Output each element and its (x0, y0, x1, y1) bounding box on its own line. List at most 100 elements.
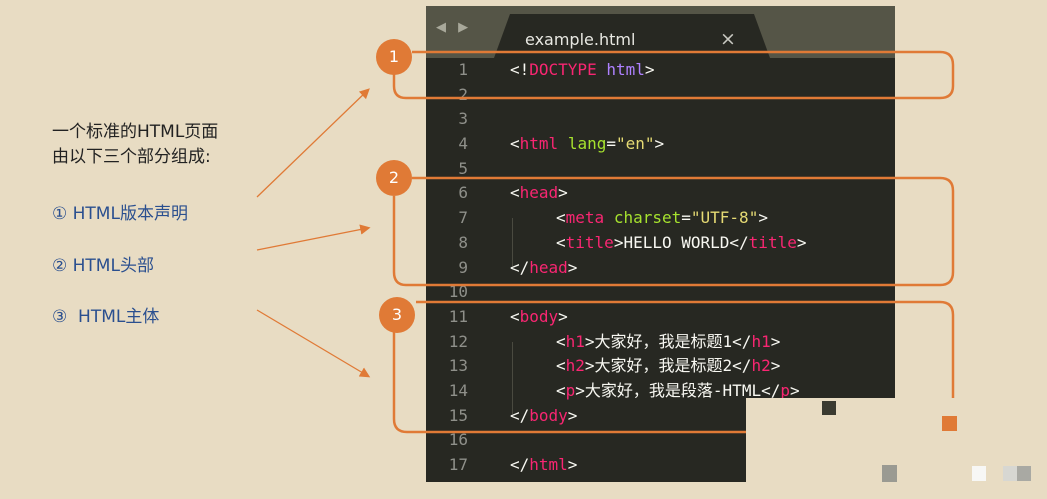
code-line[interactable]: 8<title>HELLO WORLD</title> (426, 231, 895, 256)
code-token: DOCTYPE (529, 60, 597, 79)
code-line[interactable]: 2 (426, 83, 895, 108)
code-token: h1 (565, 331, 585, 351)
code-token: > (558, 306, 568, 326)
arrow-to-part-3 (256, 309, 371, 378)
code-token: < (556, 380, 566, 400)
line-number: 7 (458, 208, 468, 228)
code-token: >大家好，我是标题1</ (584, 331, 752, 351)
decorative-square (972, 466, 986, 481)
code-token: < (510, 306, 520, 326)
code-token: > (758, 208, 768, 228)
code-token: >大家好，我是段落-HTML</ (575, 380, 781, 400)
part-html-version-declaration: ① HTML版本声明 (52, 204, 188, 224)
decorative-square (942, 416, 957, 431)
code-token: head (529, 257, 568, 277)
code-line[interactable]: 10 (426, 280, 895, 305)
code-token: </ (510, 405, 530, 425)
line-number: 15 (448, 405, 468, 425)
code-text: </html> (510, 453, 577, 478)
part-html-head: ② HTML头部 (52, 256, 154, 276)
code-line[interactable]: 6 <head> (426, 181, 895, 206)
code-token: < (510, 183, 520, 203)
close-icon[interactable]: × (720, 28, 736, 50)
code-token: > (770, 331, 781, 351)
code-token: > (770, 356, 781, 376)
code-token: head (519, 183, 559, 203)
line-number: 11 (448, 306, 468, 326)
tab-title: example.html (525, 30, 636, 49)
line-number: 2 (458, 84, 468, 104)
line-number: 12 (448, 331, 468, 351)
frame-section-1 (392, 50, 955, 100)
code-line[interactable]: 1 <!DOCTYPE html> (426, 58, 895, 83)
code-line[interactable]: 9</head> (426, 256, 895, 281)
code-token: charset (613, 208, 682, 228)
intro-text: 一个标准的HTML页面 由以下三个部分组成: (52, 120, 218, 170)
code-token: h2 (565, 356, 585, 376)
code-token: title (748, 232, 797, 252)
code-line[interactable]: 13<h2>大家好，我是标题2</h2> (426, 354, 895, 379)
code-token: < (556, 208, 566, 228)
code-line[interactable]: 12<h1>大家好，我是标题1</h1> (426, 330, 895, 355)
code-token: > (654, 134, 665, 154)
code-line[interactable]: 4<html lang="en"> (426, 132, 895, 157)
code-text: <body> (510, 305, 568, 330)
code-token: > (644, 60, 655, 79)
code-token: > (567, 405, 578, 425)
masked-area (746, 398, 1047, 499)
code-token: h2 (751, 356, 771, 376)
code-line[interactable]: 17</html> (426, 453, 895, 478)
line-number: 3 (458, 109, 468, 129)
code-line[interactable]: 15 </body> (426, 404, 895, 429)
code-token: body (519, 306, 559, 326)
code-line[interactable]: 3 (426, 107, 895, 132)
code-text: <head> (510, 181, 568, 206)
code-text: <meta charset="UTF-8"> (510, 206, 768, 231)
line-number: 5 (458, 158, 468, 178)
code-text: <h2>大家好，我是标题2</h2> (510, 354, 780, 379)
code-token: "en" (615, 134, 655, 154)
code-token: <! (510, 60, 530, 79)
decorative-square (882, 465, 897, 482)
section-badge-1: 1 (376, 39, 412, 75)
code-token: html (529, 455, 568, 474)
arrow-to-part-2 (256, 224, 371, 251)
code-text: </body> (510, 404, 577, 429)
code-line[interactable]: 16 (426, 428, 895, 453)
code-token: body (529, 405, 568, 425)
part-html-body: ③ HTML主体 (52, 307, 160, 327)
line-number: 6 (458, 183, 468, 203)
intro-line-2: 由以下三个部分组成: (52, 147, 211, 167)
tab-example-html[interactable]: example.html × (494, 14, 770, 58)
line-number: 4 (458, 134, 468, 154)
code-text: </head> (510, 256, 577, 281)
code-text: <!DOCTYPE html> (510, 58, 655, 83)
code-line[interactable]: 5 (426, 157, 895, 182)
code-line[interactable]: 14<p>大家好，我是段落-HTML</p> (426, 379, 895, 404)
line-number: 1 (458, 60, 468, 79)
code-token: > (558, 183, 568, 203)
code-token: </ (510, 455, 530, 474)
code-line[interactable]: 11 <body> (426, 305, 895, 330)
code-token: = (606, 134, 616, 154)
decorative-square (1003, 466, 1017, 481)
code-token: >大家好，我是标题2</ (584, 356, 752, 376)
indent-guide-body (512, 342, 513, 414)
code-token: "UTF-8" (690, 208, 759, 228)
tab-navigation-arrows-icon[interactable]: ◀ ▶ (436, 20, 473, 35)
code-token: p (780, 380, 790, 400)
code-line[interactable]: 7 <meta charset="UTF-8"> (426, 206, 895, 231)
indent-guide-head (512, 218, 513, 266)
code-token: > (796, 232, 807, 252)
code-token: >HELLO WORLD</ (613, 232, 749, 252)
section-badge-2: 2 (376, 160, 412, 196)
code-token: lang (567, 134, 607, 154)
code-token: > (790, 380, 800, 400)
line-number: 10 (448, 282, 468, 302)
line-number: 16 (448, 430, 468, 450)
frame-section-3-bottom (392, 332, 746, 434)
decorative-square (1017, 466, 1031, 481)
